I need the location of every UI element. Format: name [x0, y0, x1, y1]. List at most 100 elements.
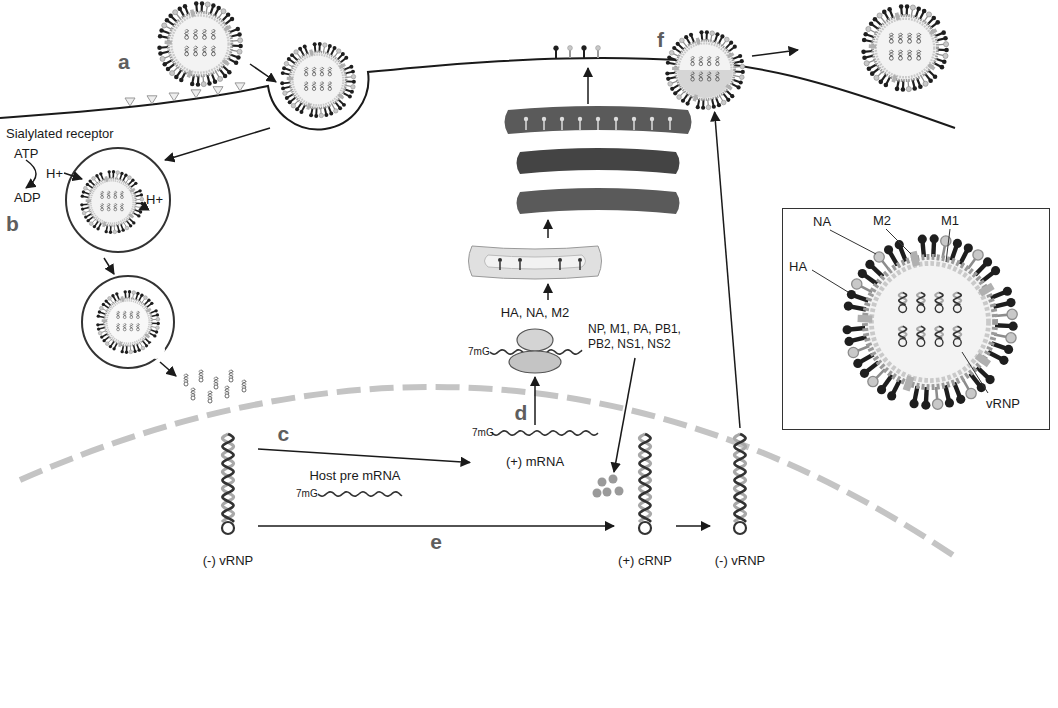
- virion-part: [844, 337, 853, 346]
- virion-part: [160, 56, 165, 61]
- virion-part: [226, 12, 230, 16]
- virion-part: [138, 348, 141, 351]
- rnp-icon-part: [214, 377, 218, 385]
- rnp-icon-part: [229, 370, 233, 378]
- rnp-icon-part: [101, 204, 104, 208]
- rnp-icon-part: [194, 30, 198, 36]
- rnp-icon: [935, 326, 943, 346]
- membrane-protein: [498, 258, 502, 262]
- rnp-icon-part: [691, 72, 694, 78]
- rnp-icon-part: [107, 208, 110, 211]
- rnp-icon-part: [117, 324, 120, 328]
- rnp-icon-part: [123, 324, 126, 328]
- virion-part: [877, 385, 886, 394]
- rnp-icon-part: [199, 370, 203, 378]
- virion-part: [141, 346, 145, 350]
- membrane-protein: [668, 117, 672, 121]
- virion-part: [944, 42, 949, 47]
- virion-part: [157, 322, 160, 325]
- virion-part: [109, 231, 112, 234]
- virion-part: [328, 44, 332, 48]
- virion-part: [290, 52, 346, 108]
- virion-part: [283, 91, 287, 95]
- rnp-icon-part: [954, 305, 962, 313]
- leader-line: [830, 230, 876, 254]
- membrane-protein: [558, 258, 562, 262]
- rnp-icon-part: [889, 33, 893, 39]
- flow-arrow: [258, 449, 470, 462]
- rnp-icon-part: [130, 316, 133, 319]
- virion-part: [150, 302, 153, 305]
- virion-part: [351, 70, 355, 74]
- node-label: (+) mRNA: [506, 454, 564, 469]
- rnp-icon-part: [305, 67, 308, 72]
- rnp-icon-part: [123, 316, 126, 319]
- rnp-icon: [137, 324, 140, 331]
- virion-part: [311, 50, 312, 56]
- virion-part: [710, 31, 715, 36]
- virion-part: [943, 53, 948, 58]
- virion-part: [677, 70, 733, 98]
- virion-part: [868, 376, 878, 386]
- virion-part: [171, 15, 228, 72]
- virion-part: [156, 317, 160, 321]
- virion-part: [665, 71, 669, 75]
- rnp-icon-part: [312, 82, 315, 87]
- rnp-icon: [328, 82, 331, 91]
- rnp-icon: [639, 434, 651, 534]
- virion-part: [712, 105, 716, 109]
- rnp-icon-part: [208, 391, 212, 399]
- rnp-icon-part: [899, 292, 907, 304]
- virion-part: [129, 224, 132, 227]
- virion-part: [125, 351, 128, 354]
- virion-part: [318, 42, 322, 46]
- virion-part: [138, 189, 141, 192]
- virion-part: [870, 71, 875, 76]
- rnp-icon-part: [312, 87, 315, 90]
- endosome: [66, 148, 170, 252]
- rnp-icon: [908, 33, 912, 43]
- step-letter: d: [513, 401, 530, 425]
- virion-part: [667, 55, 671, 59]
- virion-part: [293, 55, 344, 106]
- virion-part: [935, 20, 940, 25]
- receptor-symbol: [147, 96, 157, 104]
- rnp-icon-part: [917, 50, 921, 56]
- virion-part: [918, 235, 927, 244]
- rnp-icon-part: [121, 208, 124, 211]
- golgi-cisterna: [505, 106, 692, 134]
- rnp-icon-part: [121, 204, 124, 208]
- rnp-icon: [114, 191, 117, 198]
- virion-part: [124, 290, 127, 293]
- virion-part: [991, 266, 1000, 275]
- rnp-icon-part: [211, 30, 215, 36]
- virion-part: [930, 30, 936, 34]
- virion-part: [88, 179, 91, 182]
- cap-label: 7mG: [296, 488, 318, 500]
- virion-part: [134, 182, 137, 185]
- node-label: f: [657, 28, 664, 52]
- virion-part: [129, 350, 133, 354]
- rnp-icon-part: [191, 396, 195, 400]
- rnp-icon-part: [130, 328, 133, 331]
- virion-part: [324, 113, 328, 117]
- rnp-icon: [917, 33, 921, 43]
- rnp-icon-part: [954, 326, 962, 338]
- virion-part: [81, 195, 84, 198]
- rnp-icon-part: [320, 73, 323, 76]
- virion-part: [334, 109, 338, 113]
- rnp-icon-part: [699, 57, 702, 63]
- rnp-icon-part: [639, 434, 651, 522]
- rnp-icon: [117, 311, 120, 318]
- virion-part: [726, 98, 730, 102]
- rnp-icon-part: [114, 191, 117, 195]
- virion-part: [96, 323, 99, 326]
- rnp-icon-part: [899, 39, 903, 43]
- virion-part: [1006, 298, 1015, 307]
- virion-part: [351, 85, 355, 89]
- rnp-icon: [191, 388, 195, 400]
- flow-arrow: [104, 258, 114, 274]
- rnp-icon-part: [130, 311, 133, 315]
- rnp-icon: [114, 204, 117, 211]
